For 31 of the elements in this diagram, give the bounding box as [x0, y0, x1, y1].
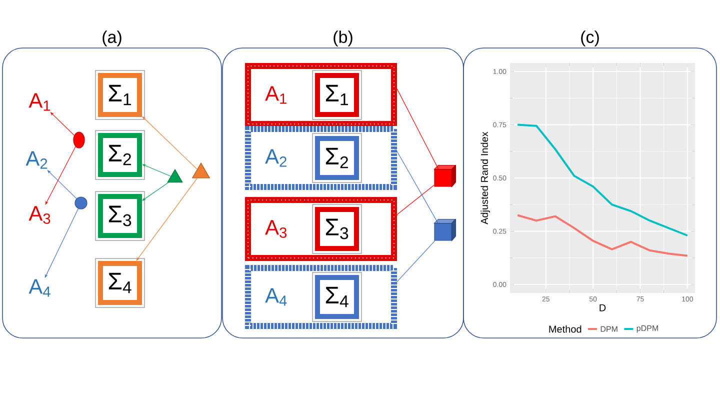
legend-label: DPM — [600, 326, 618, 332]
y-axis-title: Adjusted Rand Index — [480, 132, 490, 224]
sigma-box: Σ$_{1}$ — [312, 70, 362, 120]
node-label: (a) — [102, 30, 122, 46]
node-label: (c) — [581, 30, 599, 46]
marker-ellipse — [73, 132, 85, 148]
cube-icon — [434, 164, 456, 188]
sigma-box: Σ$_{3}$ — [95, 191, 145, 241]
x-axis-title: D — [600, 304, 606, 312]
arrow — [142, 116, 198, 170]
arrow — [136, 178, 198, 261]
sigma-box: Σ$_{2}$ — [312, 133, 362, 183]
sigma-box: Σ$_{4}$ — [312, 272, 362, 322]
arrow — [142, 182, 169, 201]
variable-label: A$_{3}$ — [28, 206, 50, 224]
cube-icon — [434, 218, 456, 242]
arrow — [394, 184, 434, 217]
sigma-box: Σ$_{1}$ — [95, 70, 145, 120]
sigma-box: Σ$_{3}$ — [312, 204, 362, 254]
variable-label: A$_{4}$ — [28, 279, 50, 297]
sigma-box: Σ$_{4}$ — [95, 258, 145, 308]
arrow — [394, 83, 439, 170]
node-label: (b) — [334, 30, 352, 46]
legend-label: pDPM — [636, 325, 658, 333]
sigma-box: Σ$_{2}$ — [95, 130, 145, 180]
arrow — [394, 146, 438, 224]
variable-label: A$_{2}$ — [26, 151, 48, 169]
marker-circle — [74, 196, 88, 210]
line-series — [516, 214, 688, 257]
arrow — [394, 240, 436, 285]
variable-label: A$_{1}$ — [28, 93, 50, 111]
